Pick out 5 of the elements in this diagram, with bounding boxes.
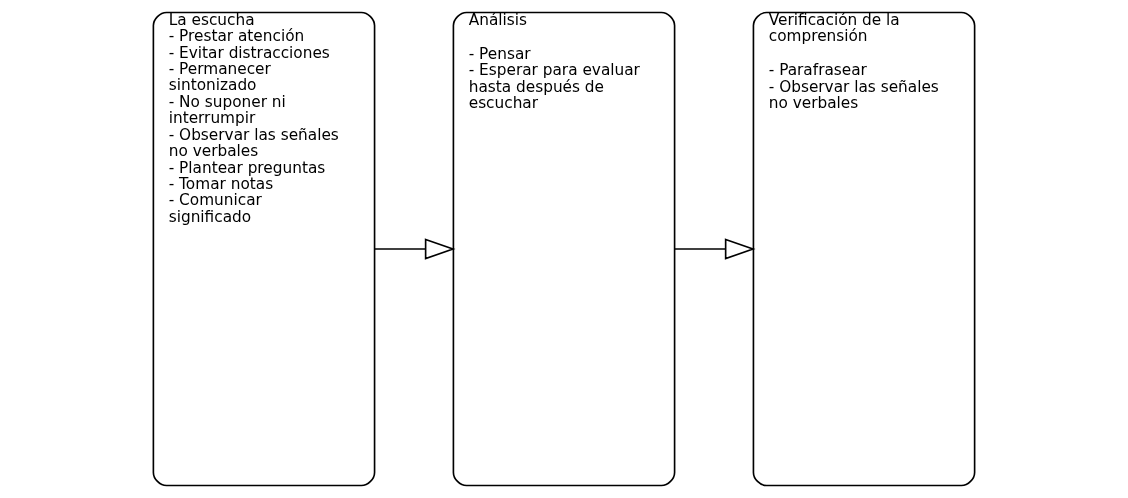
arrow (673, 238, 756, 260)
node-box: Verificación de la comprensión - Parafrasear - Observar las señales no verbales (752, 11, 976, 487)
arrow (373, 238, 456, 260)
node-box: La escucha - Prestar atención - Evitar distracciones - Permanecer sintonizado - No suponer ni interrumpir - Observar las señales no verbales - Plantear preguntas - Tomar notas - Comunicar significado (152, 11, 376, 487)
node-box: Análisis - Pensar - Esperar para evaluar hasta después de escuchar (452, 11, 676, 487)
